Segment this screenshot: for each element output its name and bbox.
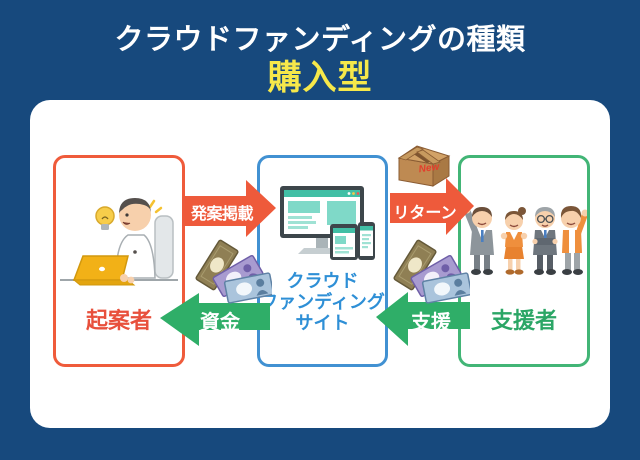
return-arrow-label: リターン xyxy=(393,205,457,222)
page-title: クラウドファンディングの種類 xyxy=(114,24,526,56)
supporter-figure-3 xyxy=(532,207,558,275)
support-money-bills-icon xyxy=(392,238,470,304)
lightbulb-icon xyxy=(95,206,115,230)
chair xyxy=(154,215,174,279)
supporter-figure-1 xyxy=(463,206,494,275)
crowdfunding-site-illustration xyxy=(280,186,375,260)
supporters-box: 支援者 xyxy=(458,155,590,367)
site-label-line3: サイト xyxy=(295,313,350,333)
support-arrow-label: 支援 xyxy=(411,312,451,334)
fund-arrow-label: 資金 xyxy=(200,312,240,334)
supporter-figure-2 xyxy=(500,207,528,275)
fund-money-bills-icon xyxy=(194,238,272,304)
return-package-icon xyxy=(397,145,451,187)
initiator-box: 起案者 xyxy=(53,155,185,367)
post-arrow-label: 発案掲載 xyxy=(190,206,254,223)
initiator-label: 起案者 xyxy=(85,308,152,333)
supporter-figure-4 xyxy=(560,206,587,275)
page-subtitle: 購入型 xyxy=(267,59,373,97)
sparkle-icon xyxy=(148,199,163,214)
supporters-label: 支援者 xyxy=(490,308,557,333)
site-label-line2: ファンディング xyxy=(260,292,385,312)
tablet-icon xyxy=(330,224,358,260)
smartphone-icon xyxy=(358,222,375,260)
laptop-icon xyxy=(72,255,136,286)
supporters-illustration xyxy=(463,206,587,275)
site-box: クラウド ファンディング サイト xyxy=(257,155,388,367)
person-at-laptop-illustration xyxy=(60,198,178,286)
site-label: クラウド ファンディング サイト xyxy=(254,271,391,334)
site-label-line1: クラウド xyxy=(286,271,359,291)
